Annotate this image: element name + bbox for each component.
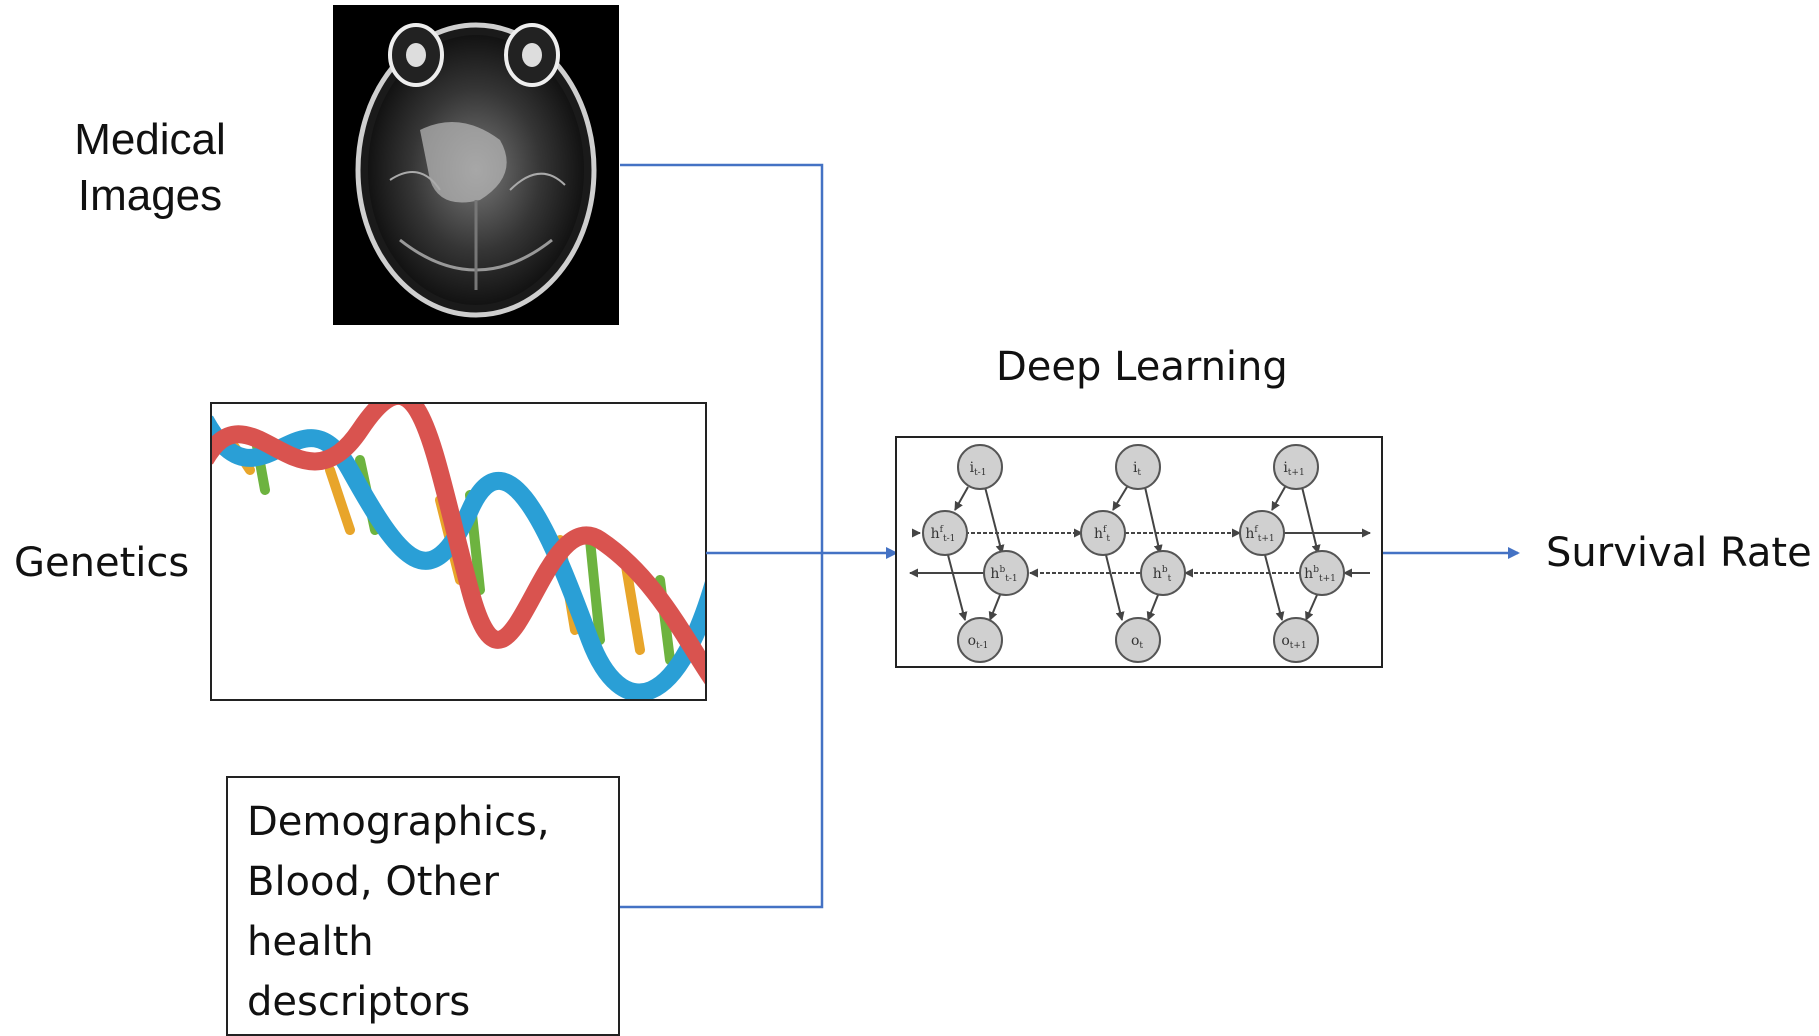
node-hb-prev (983, 550, 1029, 596)
node-hf-prev (922, 510, 968, 556)
node-hb-next-label: hbt+1 (1304, 565, 1336, 584)
bidirectional-rnn-diagram: it-1 it it+1 hft-1 hft hft+1 hbt-1 hbt h… (895, 436, 1383, 668)
other-line3: health (247, 919, 374, 965)
genetics-label: Genetics (14, 540, 190, 586)
dna-helix-image (210, 402, 707, 701)
other-line1: Demographics, (247, 799, 550, 845)
other-descriptors-box: Demographics, Blood, Other health descri… (226, 776, 620, 1036)
node-i-cur-label: it (1133, 460, 1141, 478)
node-hf-next-label: hft+1 (1245, 525, 1274, 544)
node-i-cur (1115, 444, 1161, 490)
medical-images-line1: Medical (74, 115, 226, 164)
node-hf-next (1239, 510, 1285, 556)
node-o-prev (957, 617, 1003, 663)
node-hb-cur (1140, 550, 1186, 596)
node-i-next-label: it+1 (1283, 460, 1304, 478)
node-i-next (1273, 444, 1319, 490)
other-line4: descriptors (247, 979, 471, 1025)
node-o-prev-label: ot-1 (968, 633, 989, 651)
deep-learning-title: Deep Learning (996, 344, 1288, 390)
node-hb-cur-label: hbt (1153, 565, 1172, 584)
input-connectors (620, 163, 1520, 909)
medical-images-label: Medical Images (50, 112, 250, 224)
node-hb-prev-label: hbt-1 (990, 565, 1017, 584)
node-o-next (1273, 617, 1319, 663)
node-o-next-label: ot+1 (1281, 633, 1306, 651)
node-hb-next (1299, 550, 1345, 596)
node-hf-cur-label: hft (1094, 525, 1110, 544)
mri-brain-image (333, 5, 619, 325)
node-o-cur-label: ot (1131, 633, 1143, 651)
node-hf-prev-label: hft-1 (931, 525, 956, 544)
node-i-prev (957, 444, 1003, 490)
node-hf-cur (1080, 510, 1126, 556)
other-line2: Blood, Other (247, 859, 499, 905)
medical-images-line2: Images (77, 171, 223, 220)
survival-rate-label: Survival Rate (1546, 530, 1812, 576)
node-i-prev-label: it-1 (970, 460, 987, 478)
node-o-cur (1115, 617, 1161, 663)
